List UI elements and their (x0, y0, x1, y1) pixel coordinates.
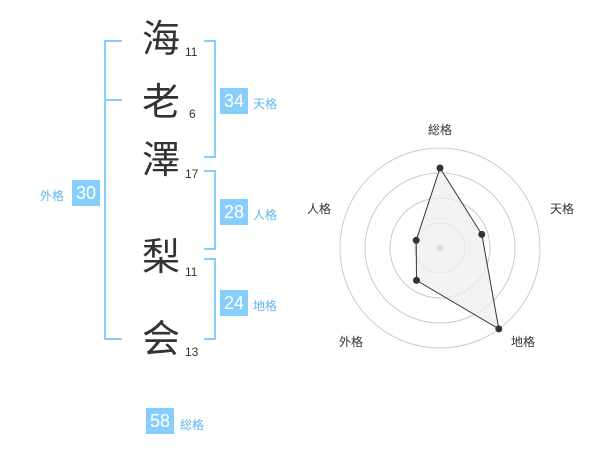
jinkaku-score: 28 (220, 199, 248, 225)
name-char-2: 老 (142, 80, 181, 124)
radar-point-2 (478, 230, 486, 238)
tenkaku-score: 34 (220, 88, 248, 114)
radar-axis-label-3: 地格 (511, 334, 535, 349)
gaikaku-label: 外格 (40, 189, 65, 203)
radar-ring (339, 147, 541, 349)
stroke-count-1: 11 (185, 45, 198, 59)
stroke-count-4: 11 (185, 265, 198, 279)
radar-point-4 (413, 276, 420, 284)
name-char-1: 海 (142, 17, 181, 61)
tenkaku-label: 天格 (253, 97, 278, 111)
name-char-5: 会 (142, 317, 181, 361)
jinkaku-bracket (204, 170, 216, 250)
jinkaku-label: 人格 (253, 208, 278, 222)
chikaku-label: 地格 (253, 299, 278, 313)
name-char-4: 梨 (142, 235, 181, 279)
soukaku-label: 総格 (180, 418, 205, 432)
gaikaku-bracket (104, 40, 122, 340)
gaikaku-score: 30 (72, 180, 100, 206)
radar-point-3 (495, 325, 503, 333)
radar-axis-label-4: 外格 (339, 334, 363, 349)
stroke-count-3: 17 (185, 167, 199, 181)
radar-point-1 (436, 164, 444, 172)
radar-points (412, 164, 503, 333)
chikaku-score: 24 (220, 290, 248, 316)
radar-axis-label-2: 天格 (550, 201, 574, 216)
radar-axis-label-1: 総格 (428, 122, 452, 137)
stroke-count-2: 6 (189, 107, 196, 121)
stroke-count-5: 13 (185, 345, 199, 359)
gaikaku-bracket-tick (104, 99, 122, 101)
soukaku-score: 58 (146, 408, 174, 434)
radar-axis-label-5: 人格 (307, 201, 331, 216)
chikaku-bracket (204, 258, 216, 340)
tenkaku-bracket (204, 40, 216, 158)
radar-point-5 (412, 236, 420, 244)
name-char-3: 澤 (142, 138, 181, 182)
radar-shape (415, 166, 500, 330)
